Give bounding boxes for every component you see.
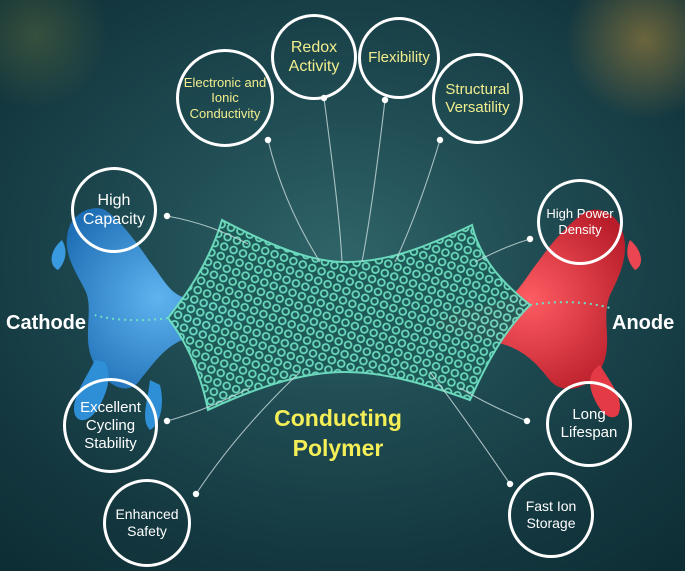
property-high-capacity: High Capacity	[71, 167, 157, 253]
polymer-mesh	[166, 218, 532, 412]
anode-label: Anode	[612, 312, 675, 334]
property-high-power-density: High Power Density	[537, 179, 623, 265]
center-label: Conducting Polymer	[274, 405, 402, 461]
property-flexibility: Flexibility	[358, 17, 440, 99]
corner-glow	[565, 0, 685, 120]
property-redox-activity: Redox Activity	[271, 14, 357, 100]
property-long-lifespan: Long Lifespan	[546, 381, 632, 467]
cathode-label: Cathode	[6, 312, 86, 334]
corner-glow	[0, 0, 110, 110]
property-fast-ion-storage: Fast Ion Storage	[508, 472, 594, 558]
property-enhanced-safety: Enhanced Safety	[103, 479, 191, 567]
property-excellent-cycling-stability: Excellent Cycling Stability	[63, 378, 158, 473]
connector-lines	[166, 97, 531, 495]
property-structural-versatility: Structural Versatility	[432, 53, 523, 144]
property-electronic-ionic-conductivity: Electronic and Ionic Conductivity	[176, 49, 274, 147]
